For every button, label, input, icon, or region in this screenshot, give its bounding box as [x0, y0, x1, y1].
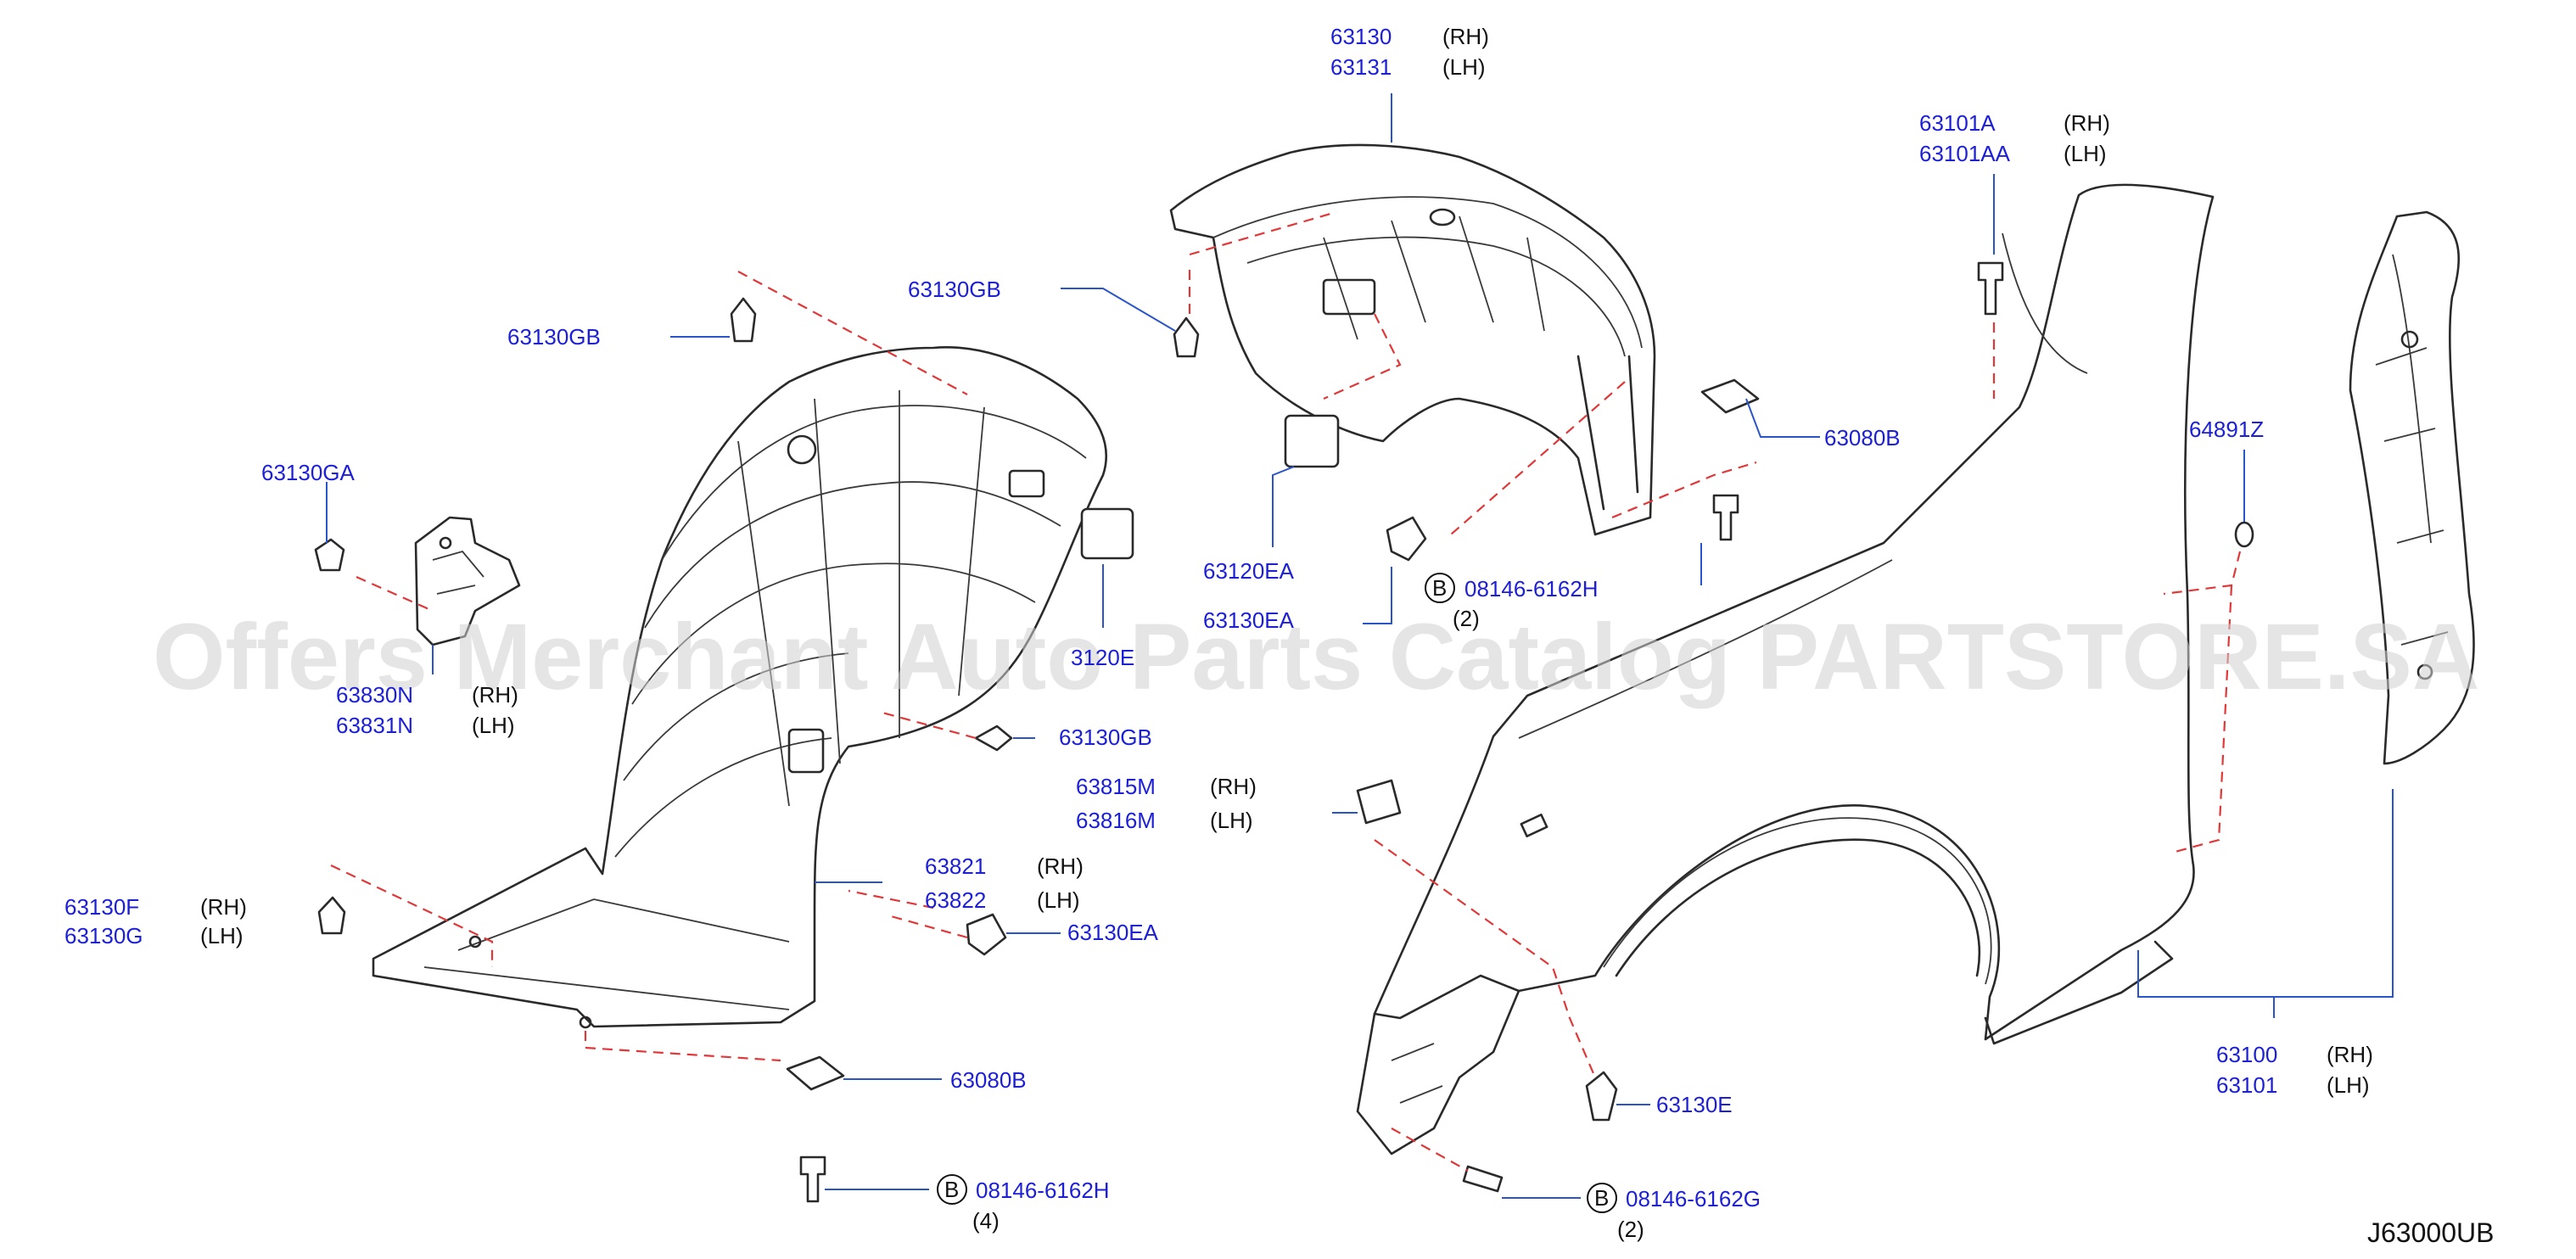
part-number-63822[interactable]: 63822: [925, 887, 986, 913]
part-number-63130GA[interactable]: 63130GA: [261, 460, 356, 485]
part-number-63101AA[interactable]: 63101AA: [1919, 141, 2011, 166]
splash-bracket-drawing: [414, 516, 521, 646]
side-lh-63101: (LH): [2327, 1072, 2370, 1098]
fender-side-bracket-drawing: [2349, 210, 2475, 765]
part-number-63130EA-lower[interactable]: 63130EA: [1067, 920, 1159, 945]
side-rh-63100: (RH): [2327, 1042, 2373, 1067]
part-number-63130EA-upper[interactable]: 63130EA: [1203, 607, 1295, 633]
side-lh-63101AA: (LH): [2064, 141, 2107, 166]
quantity-08146-6162H-lower: (4): [972, 1208, 1000, 1234]
bolt-marker-letter-upper: B: [1432, 575, 1447, 601]
quantity-08146-6162G: (2): [1617, 1217, 1644, 1242]
part-number-63101A[interactable]: 63101A: [1919, 110, 1996, 136]
bolt-marker-letter-lower-left: B: [944, 1177, 959, 1202]
bolt-marker-b-upper: [1425, 573, 1455, 603]
part-number-63130[interactable]: 63130: [1330, 24, 1392, 49]
quantity-08146-6162H-upper: (2): [1453, 606, 1480, 631]
part-number-63130F[interactable]: 63130F: [64, 894, 139, 920]
leader-lines: [326, 93, 2394, 1199]
part-number-64891Z[interactable]: 64891Z: [2189, 417, 2264, 442]
side-rh-63821: (RH): [1037, 853, 1084, 879]
side-lh-63130G: (LH): [200, 923, 244, 948]
dashed-assembly-guides: [330, 210, 2242, 1172]
side-rh-63130F: (RH): [200, 894, 247, 920]
part-number-63830N[interactable]: 63830N: [336, 682, 413, 708]
part-number-63130E[interactable]: 63130E: [1656, 1092, 1733, 1117]
part-number-08146-6162H-lower[interactable]: 08146-6162H: [976, 1178, 1110, 1203]
part-number-63130GB-upper[interactable]: 63130GB: [908, 277, 1001, 302]
part-number-08146-6162H-upper[interactable]: 08146-6162H: [1464, 576, 1599, 602]
part-number-63120E[interactable]: 3120E: [1071, 645, 1134, 670]
part-number-08146-6162G[interactable]: 08146-6162G: [1626, 1186, 1761, 1211]
part-number-63831N[interactable]: 63831N: [336, 713, 413, 738]
front-splash-protector-drawing: [372, 346, 1108, 1029]
side-rh-63101A: (RH): [2064, 110, 2110, 136]
part-number-63815M[interactable]: 63815M: [1076, 774, 1156, 799]
part-number-63120EA[interactable]: 63120EA: [1203, 558, 1295, 584]
part-number-63816M[interactable]: 63816M: [1076, 808, 1156, 833]
fasteners-drawing: [314, 261, 2254, 1203]
side-rh-63830N: (RH): [472, 682, 518, 708]
part-number-63131[interactable]: 63131: [1330, 54, 1392, 80]
part-number-63080B-lower[interactable]: 63080B: [950, 1067, 1027, 1093]
part-number-63101[interactable]: 63101: [2216, 1072, 2277, 1098]
part-number-63080B-upper[interactable]: 63080B: [1824, 425, 1901, 450]
side-rh-63815M: (RH): [1210, 774, 1257, 799]
side-lh-63131: (LH): [1442, 54, 1486, 80]
part-number-63100[interactable]: 63100: [2216, 1042, 2277, 1067]
side-lh-63831N: (LH): [472, 713, 515, 738]
bolt-marker-b-lower-right: [1587, 1183, 1617, 1213]
upper-splash-shield-drawing: [1169, 143, 1656, 536]
side-lh-63822: (LH): [1037, 887, 1080, 913]
watermark: Offers Merchant Auto Parts Catalog PARTS…: [153, 605, 2479, 709]
front-fender-drawing: [1356, 183, 2215, 1155]
bolt-marker-b-lower-left: [937, 1174, 967, 1205]
diagram-code: J63000UB: [2367, 1217, 2494, 1248]
part-number-63130G[interactable]: 63130G: [64, 923, 143, 948]
side-lh-63816M: (LH): [1210, 808, 1253, 833]
part-number-63130GB-left[interactable]: 63130GB: [507, 324, 601, 350]
part-number-63130GB-mid[interactable]: 63130GB: [1059, 725, 1152, 750]
side-rh-63130: (RH): [1442, 24, 1489, 49]
bolt-marker-letter-lower-right: B: [1594, 1185, 1609, 1211]
part-number-63821[interactable]: 63821: [925, 853, 986, 879]
